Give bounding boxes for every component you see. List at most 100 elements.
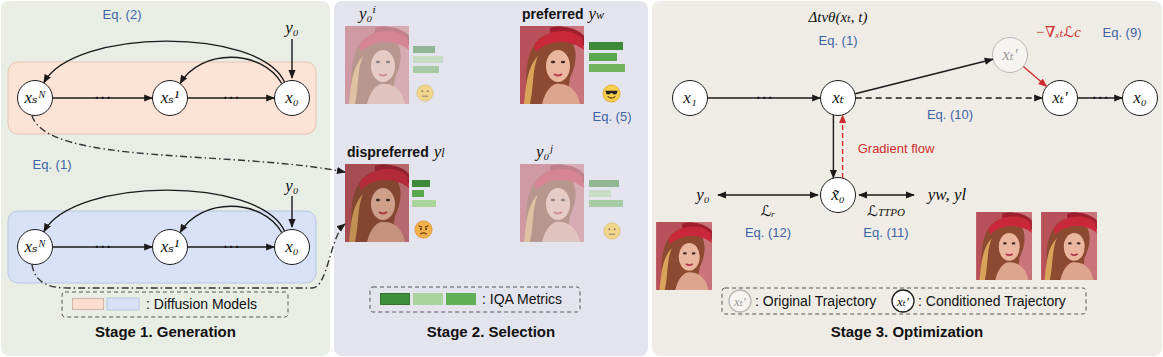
legend-entry: : Diffusion Models [146,295,257,313]
annotation: Eq. (1) [32,157,71,172]
edge-label-slot: ⋯ [221,89,242,107]
legend-text: : Diffusion Models [146,296,257,312]
face-image [656,222,712,290]
connector [855,59,993,93]
label-slot: Δtvθ(xₜ, t) [808,8,867,26]
blur-veil [345,164,409,242]
metric-bar [412,200,436,207]
loss-arrow [718,194,818,195]
label-slot: y₀ [285,19,298,38]
image-sample: y₀ⁱ [345,5,409,104]
legend-sample-circle [892,290,914,312]
metric-bar [589,42,623,50]
label-slot: y₀ [285,177,298,196]
annotation: y₀ [285,176,298,195]
state-name: x₁ [683,89,696,108]
edge-label: ⋯ [92,88,113,107]
condition-arrow [291,196,292,227]
state-circle: x₁ [672,80,708,116]
label-slot: −∇ₓₜℒc [1035,23,1081,41]
legend-text: : Original Trajectory [755,293,876,309]
iqa-bars [412,180,436,207]
image-sample: y₀ʲ [520,143,584,242]
face-image [976,212,1032,280]
faded-sample [520,164,584,242]
label-slot: Eq. (2) [102,5,141,23]
connector [842,115,843,178]
faded-sample [345,26,409,104]
caption-row: y₀ⁱ [359,5,376,24]
sample-caption: yw [588,5,604,24]
label-slot: Eq. (1) [818,31,857,49]
label-slot: Eq. (1) [32,155,71,173]
state-circle: xₜ [820,80,856,116]
connector [1023,67,1046,87]
legend-swatch [413,293,443,305]
iqa-bars [589,180,623,207]
sample-caption: yl [434,143,445,162]
metric-bar [589,180,619,187]
connector [32,224,345,288]
label-slot: Gradient flow [858,139,935,157]
state-name: xₛ¹ [161,238,179,257]
face-image [1041,212,1097,280]
annotation: xₜ′ [734,294,746,309]
annotation: Gradient flow [858,141,935,156]
legend-swatch [107,298,139,310]
loss-arrow [859,194,914,195]
legend-entry: : Original Trajectory [755,292,876,310]
edge-label: ⋯ [221,237,242,256]
legend-text: : IQA Metrics [482,291,562,307]
legend-sample-circle [729,290,751,312]
state-name: xₛ¹ [161,89,179,108]
connector [44,190,285,232]
annotation: yw, yl [928,185,966,204]
label-slot: Eq. (12) [745,223,791,241]
label-slot: Eq. (9) [1102,23,1141,41]
legend-entry: : Conditioned Trajectory [918,292,1066,310]
state-circle: xₛ¹ [152,80,188,116]
state-circle: xₛᴺ [17,80,53,116]
legend-swatch [380,293,410,305]
face-image [345,164,409,242]
state-circle: xₛᴺ [17,229,53,265]
emoji-angry [415,221,432,238]
annotation: Eq. (9) [1102,25,1141,40]
legend-text: : Conditioned Trajectory [918,293,1066,309]
state-circle: x₀ [274,80,310,116]
annotation: −∇ₓₜℒc [1035,24,1081,40]
caption-row: y₀ʲ [536,143,552,162]
annotation: Eq. (11) [863,225,908,240]
connector [180,206,282,232]
annotation: Eq. (10) [927,107,973,122]
model-band [8,62,316,134]
state-name: xₜ′ [1052,89,1067,108]
face-image [520,164,584,242]
iqa-bars [413,46,443,73]
legend-frame [722,288,1086,314]
label-slot: ℒᵣ [761,202,776,220]
state-circle: x̃₀ [820,177,856,213]
metric-bar [589,190,611,197]
label-slot: xₜ′ [734,292,746,310]
stage-title: Stage 2. Selection [427,323,555,340]
edge-label-slot: ⋯ [754,89,775,107]
sample-caption: preferred [522,6,583,22]
model-band [8,211,316,283]
edge-label-slot: ⋯ [92,89,113,107]
connector [44,41,285,83]
caption-row: preferred yw [522,5,604,24]
label-slot: yw, yl [928,186,966,205]
connector [856,97,1043,98]
label-slot: y₀ [696,186,709,205]
annotation: y₀ [696,185,709,204]
sample-caption: y₀ⁱ [359,5,376,24]
state-name: xₜ [832,89,844,108]
annotation: Eq. (12) [745,225,791,240]
connector [53,97,153,98]
metric-bar [413,46,435,53]
legend-swatch [446,293,476,305]
annotation: ℒᵣ [761,203,776,219]
condition-arrow [291,39,292,78]
